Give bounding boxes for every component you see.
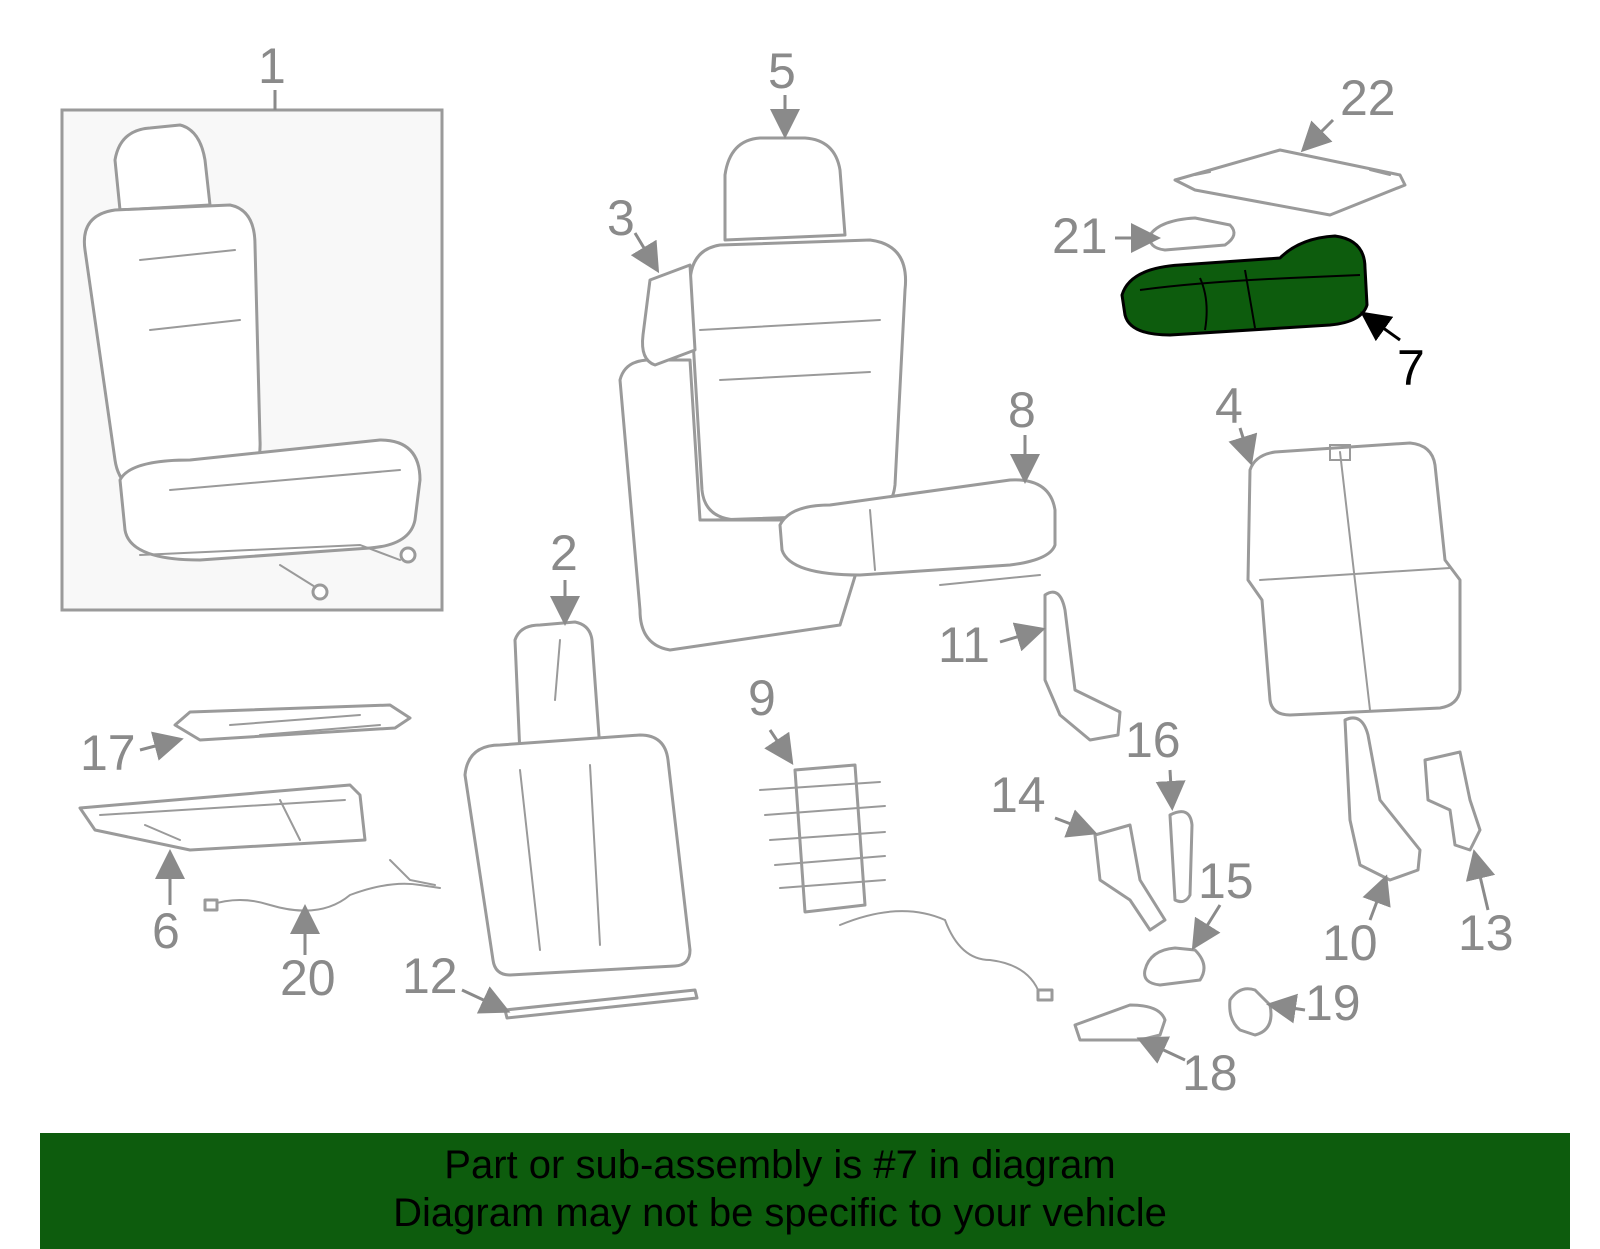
- part-14-bracket[interactable]: [1093, 823, 1167, 932]
- part-13-cover[interactable]: [1423, 750, 1482, 852]
- callout-labels: 1 2 3 4 5 6 7 8 9 10 11 12 13 14 15 16 1…: [80, 38, 1514, 1101]
- callout-14: 14: [990, 767, 1046, 823]
- callout-8: 8: [1008, 382, 1036, 438]
- part-8-cushion[interactable]: [778, 478, 1057, 586]
- callout-12: 12: [402, 948, 458, 1004]
- part-15-knob[interactable]: [1143, 946, 1206, 987]
- part-21-bracket[interactable]: [1148, 216, 1236, 252]
- info-banner: Part or sub-assembly is #7 in diagram Di…: [40, 1133, 1570, 1249]
- callout-4: 4: [1215, 378, 1243, 434]
- part-10-recliner[interactable]: [1343, 716, 1422, 882]
- leader-lines: [139, 90, 1496, 1064]
- part-2-back-frame[interactable]: [463, 620, 692, 977]
- part-9-lumbar[interactable]: [759, 763, 1054, 1002]
- banner-line-1: Part or sub-assembly is #7 in diagram: [444, 1143, 1116, 1187]
- callout-19: 19: [1305, 975, 1361, 1031]
- part-6-pan[interactable]: [78, 783, 367, 852]
- callout-3: 3: [607, 190, 635, 246]
- callout-15: 15: [1198, 853, 1254, 909]
- part-4-back-panel[interactable]: [1246, 441, 1462, 717]
- callout-21: 21: [1052, 208, 1108, 264]
- callout-20: 20: [280, 950, 336, 1006]
- part-7-seat-cushion-highlighted[interactable]: [1120, 234, 1369, 337]
- callout-22: 22: [1340, 70, 1396, 126]
- callout-9: 9: [748, 670, 776, 726]
- banner-line-2: Diagram may not be specific to your vehi…: [393, 1191, 1167, 1235]
- callout-17: 17: [80, 725, 136, 781]
- part-16-cover[interactable]: [1168, 810, 1194, 904]
- callout-5: 5: [768, 43, 796, 99]
- callout-6: 6: [152, 903, 180, 959]
- part-12-strip[interactable]: [503, 988, 699, 1020]
- part-18-handle[interactable]: [1073, 1003, 1167, 1042]
- callout-11: 11: [938, 617, 990, 673]
- part-11-recliner[interactable]: [1043, 590, 1122, 742]
- part-20-harness[interactable]: [203, 859, 441, 912]
- callout-2: 2: [550, 525, 578, 581]
- part-3-side-panel[interactable]: [641, 263, 697, 367]
- part-22-pad[interactable]: [1173, 148, 1407, 217]
- part-1-seat-assembly[interactable]: [60, 108, 444, 612]
- callout-18: 18: [1182, 1045, 1238, 1101]
- callout-16: 16: [1125, 712, 1181, 768]
- part-17-tray[interactable]: [173, 703, 412, 742]
- callout-7: 7: [1397, 340, 1425, 396]
- callout-1: 1: [258, 38, 286, 94]
- callout-13: 13: [1458, 905, 1514, 961]
- part-19-cap[interactable]: [1228, 987, 1273, 1037]
- callout-10: 10: [1322, 915, 1378, 971]
